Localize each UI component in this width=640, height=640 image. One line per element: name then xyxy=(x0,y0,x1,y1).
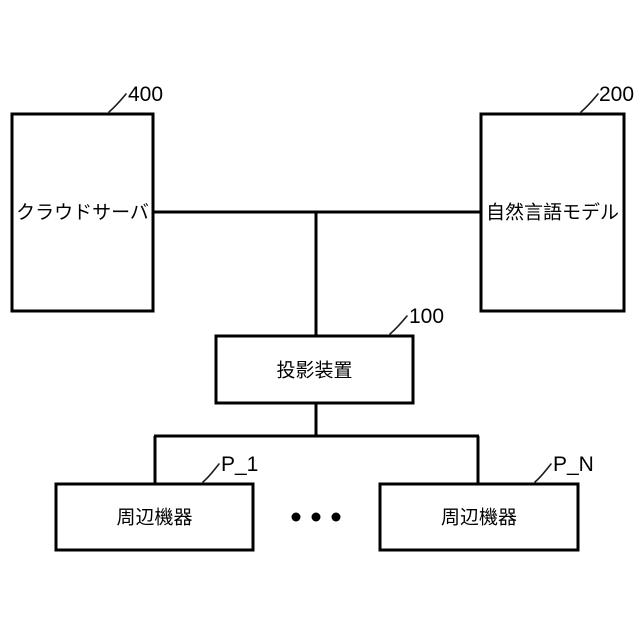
node-projector[interactable]: 投影装置 xyxy=(214,334,415,405)
leader-line-pn xyxy=(534,463,552,483)
leader-line-400 xyxy=(108,93,127,113)
ref-callout-400: 400 xyxy=(108,83,163,113)
node-language-model[interactable]: 自然言語モデル xyxy=(479,112,626,313)
ref-callout-100: 100 xyxy=(389,305,444,335)
cloud-server-ref: 400 xyxy=(128,83,163,106)
ellipsis-dot-3 xyxy=(331,512,341,522)
projector-box[interactable] xyxy=(214,334,415,405)
peripheral-first-box[interactable] xyxy=(54,482,255,552)
node-peripheral-first[interactable]: 周辺機器 xyxy=(54,482,255,552)
leader-line-p1 xyxy=(202,463,220,483)
language-model-ref: 200 xyxy=(599,83,634,106)
ellipsis-dot-1 xyxy=(291,512,301,522)
leader-line-100 xyxy=(389,315,408,335)
node-peripheral-last[interactable]: 周辺機器 xyxy=(378,482,580,552)
peripheral-last-box[interactable] xyxy=(378,482,580,552)
peripheral-first-label: 周辺機器 xyxy=(116,507,192,529)
cloud-server-label: クラウドサーバ xyxy=(16,202,149,224)
node-cloud-server[interactable]: クラウドサーバ xyxy=(10,112,155,313)
peripheral-first-ref: P_1 xyxy=(221,453,258,476)
projector-ref: 100 xyxy=(409,305,444,328)
projector-label: 投影装置 xyxy=(276,360,352,382)
ref-callout-200: 200 xyxy=(580,83,634,113)
peripheral-ellipsis xyxy=(291,512,341,522)
leader-line-200 xyxy=(580,93,599,113)
ref-callout-p1: P_1 xyxy=(202,453,258,483)
ellipsis-dot-2 xyxy=(311,512,321,522)
peripheral-last-ref: P_N xyxy=(553,453,594,476)
language-model-label: 自然言語モデル xyxy=(486,202,619,224)
language-model-box[interactable] xyxy=(479,112,626,313)
connector-group xyxy=(153,210,481,484)
ref-callout-pn: P_N xyxy=(534,453,594,483)
cloud-server-box[interactable] xyxy=(10,112,155,313)
peripheral-last-label: 周辺機器 xyxy=(441,507,517,529)
